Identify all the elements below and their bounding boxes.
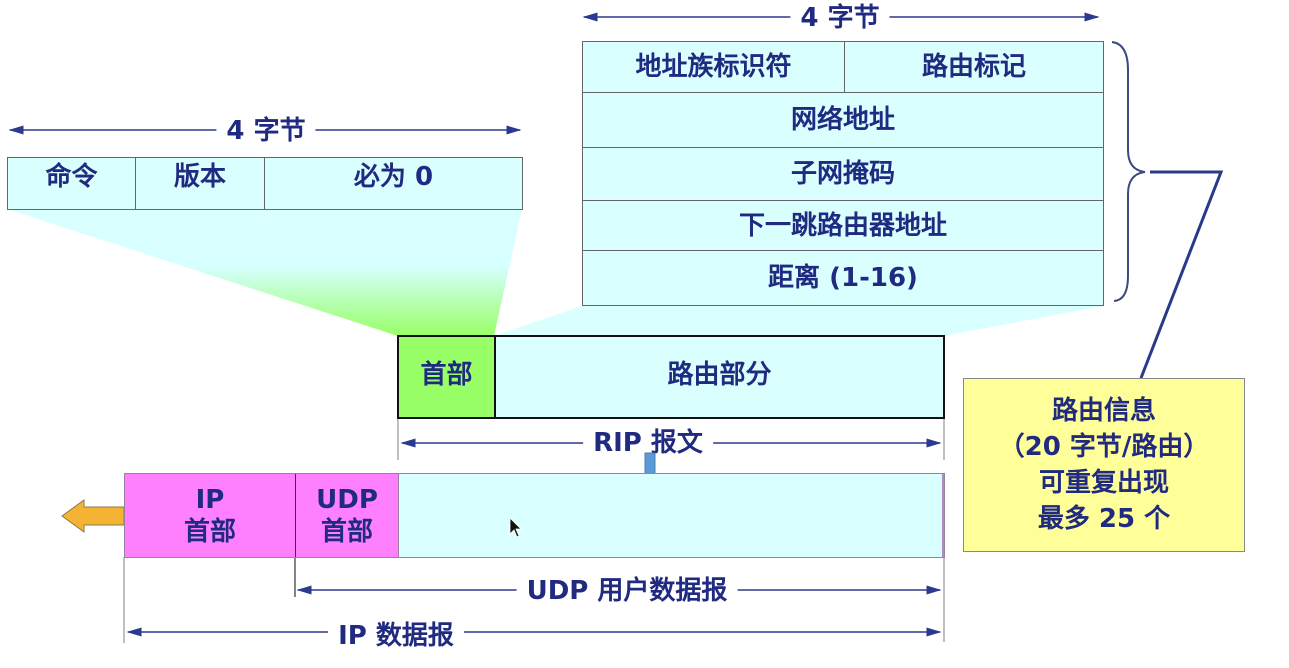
header-field-must-be-zero-label: 必为 0: [353, 161, 434, 192]
rip-message-box: 首部 路由部分: [397, 335, 945, 419]
entry-field-address-family-label: 地址族标识符: [635, 52, 792, 82]
entry-field-subnet-mask: 子网掩码: [582, 147, 1104, 201]
routing-info-note: 路由信息 （20 字节/路由） 可重复出现 最多 25 个: [963, 378, 1245, 552]
outgoing-arrow-icon: [61, 499, 125, 533]
entry-field-metric: 距离 (1-16): [582, 250, 1104, 306]
udp-header-label-line1: UDP: [316, 484, 378, 515]
header-field-command-label: 命令: [45, 161, 98, 192]
brace-icon: [1111, 41, 1146, 302]
udp-header-label-line2: 首部: [320, 516, 373, 547]
note-line-2: （20 字节/路由）: [998, 432, 1210, 462]
note-line-4: 最多 25 个: [1037, 504, 1171, 534]
header-field-version: 版本: [135, 157, 265, 210]
header-field-must-be-zero: 必为 0: [264, 157, 523, 210]
entry-field-network-address: 网络地址: [582, 92, 1104, 148]
header-projection-funnel: [7, 209, 522, 336]
udp-header-cell: UDP 首部: [296, 474, 399, 557]
entry-field-next-hop-label: 下一跳路由器地址: [738, 210, 947, 241]
entry-field-route-tag-label: 路由标记: [921, 52, 1026, 82]
entry-field-metric-label: 距离 (1-16): [768, 263, 918, 293]
rip-message-header-label: 首部: [420, 360, 473, 390]
ip-datagram-box: IP 首部 UDP 首部: [124, 473, 945, 558]
entry-width-label: 4 字节: [790, 5, 890, 31]
ip-header-label-line2: 首部: [183, 516, 236, 547]
rip-message-header: 首部: [399, 337, 496, 417]
rip-message-routing-part-label: 路由部分: [667, 360, 772, 390]
route-projection-funnel: [494, 306, 1103, 336]
header-field-command: 命令: [7, 157, 136, 210]
rip-message-routing-part: 路由部分: [496, 337, 943, 417]
udp-span-label: UDP 用户数据报: [516, 578, 738, 604]
header-width-label: 4 字节: [216, 118, 316, 144]
ip-header-cell: IP 首部: [125, 474, 296, 557]
note-connector-line: [1139, 170, 1224, 379]
entry-field-address-family: 地址族标识符: [582, 41, 845, 93]
header-field-version-label: 版本: [173, 161, 226, 192]
entry-field-subnet-mask-label: 子网掩码: [790, 159, 895, 189]
note-line-1: 路由信息: [1051, 396, 1156, 426]
note-line-3: 可重复出现: [1038, 468, 1169, 498]
entry-field-network-address-label: 网络地址: [790, 105, 895, 135]
entry-field-next-hop: 下一跳路由器地址: [582, 200, 1104, 251]
rip-span-label: RIP 报文: [583, 430, 713, 456]
udp-payload-cell: [399, 474, 944, 557]
ip-span-label: IP 数据报: [328, 623, 464, 649]
ip-header-label-line1: IP: [195, 484, 225, 515]
entry-field-route-tag: 路由标记: [844, 41, 1104, 93]
